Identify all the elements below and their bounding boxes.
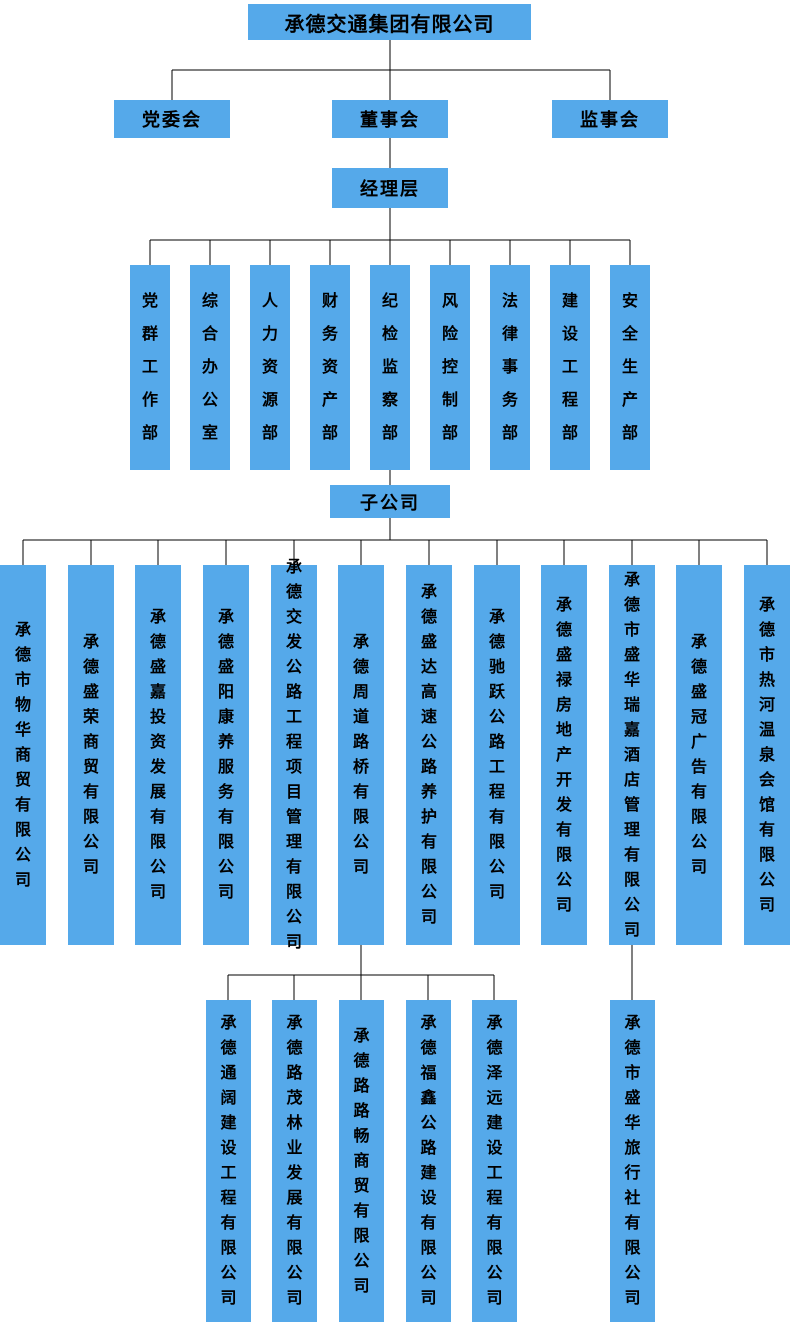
dept-legal-affairs: 法 律 事 务 部 [490, 265, 530, 470]
dept-human-resources: 人 力 资 源 部 [250, 265, 290, 470]
subsidiary-zhoudao-road-bridge: 承 德 周 道 路 桥 有 限 公 司 [338, 565, 384, 945]
subsidiary-shengguan-advertising: 承 德 盛 冠 广 告 有 限 公 司 [676, 565, 722, 945]
subsidiary-chiyue-highway-engineering: 承 德 驰 跃 公 路 工 程 有 限 公 司 [474, 565, 520, 945]
subsidiary-jiaofa-highway-project-mgmt: 承 德 交 发 公 路 工 程 项 目 管 理 有 限 公 司 [271, 559, 317, 951]
subsidiary-shenghua-ruijia-hotel-mgmt: 承 德 市 盛 华 瑞 嘉 酒 店 管 理 有 限 公 司 [609, 565, 655, 945]
subsub-zeyuan-construction: 承 德 泽 远 建 设 工 程 有 限 公 司 [472, 1000, 517, 1322]
subsidiary-wuhua-trading: 承 德 市 物 华 商 贸 有 限 公 司 [0, 565, 46, 945]
dept-safety-production: 安 全 生 产 部 [610, 265, 650, 470]
node-root-company: 承德交通集团有限公司 [248, 4, 531, 40]
subsidiary-shengyang-care-services: 承 德 盛 阳 康 养 服 务 有 限 公 司 [203, 565, 249, 945]
node-supervisory-board: 监事会 [552, 100, 668, 138]
dept-party-masses-work: 党 群 工 作 部 [130, 265, 170, 470]
subsub-tongkuo-construction: 承 德 通 阔 建 设 工 程 有 限 公 司 [206, 1000, 251, 1322]
node-management-level: 经理层 [332, 168, 448, 208]
subsidiary-shengrong-trading: 承 德 盛 荣 商 贸 有 限 公 司 [68, 565, 114, 945]
subsub-lumao-forestry: 承 德 路 茂 林 业 发 展 有 限 公 司 [272, 1000, 317, 1322]
dept-general-office: 综 合 办 公 室 [190, 265, 230, 470]
subsub-luluchang-trading: 承 德 路 路 畅 商 贸 有 限 公 司 [339, 1000, 384, 1322]
subsidiary-shengda-expressway-maintenance: 承 德 盛 达 高 速 公 路 养 护 有 限 公 司 [406, 565, 452, 945]
subsidiary-shengjia-investment: 承 德 盛 嘉 投 资 发 展 有 限 公 司 [135, 565, 181, 945]
dept-risk-control: 风 险 控 制 部 [430, 265, 470, 470]
subsidiary-shenglu-real-estate: 承 德 盛 禄 房 地 产 开 发 有 限 公 司 [541, 565, 587, 945]
subsidiary-rehe-hotspring-hall: 承 德 市 热 河 温 泉 会 馆 有 限 公 司 [744, 565, 790, 945]
node-subsidiaries-header: 子公司 [330, 485, 450, 518]
subsub-shenghua-travel-agency: 承 德 市 盛 华 旅 行 社 有 限 公 司 [610, 1000, 655, 1322]
subsub-fuxin-highway-construction: 承 德 福 鑫 公 路 建 设 有 限 公 司 [406, 1000, 451, 1322]
dept-construction-engineering: 建 设 工 程 部 [550, 265, 590, 470]
node-party-committee: 党委会 [114, 100, 230, 138]
dept-discipline-inspection: 纪 检 监 察 部 [370, 265, 410, 470]
dept-finance-assets: 财 务 资 产 部 [310, 265, 350, 470]
node-board-of-directors: 董事会 [332, 100, 448, 138]
